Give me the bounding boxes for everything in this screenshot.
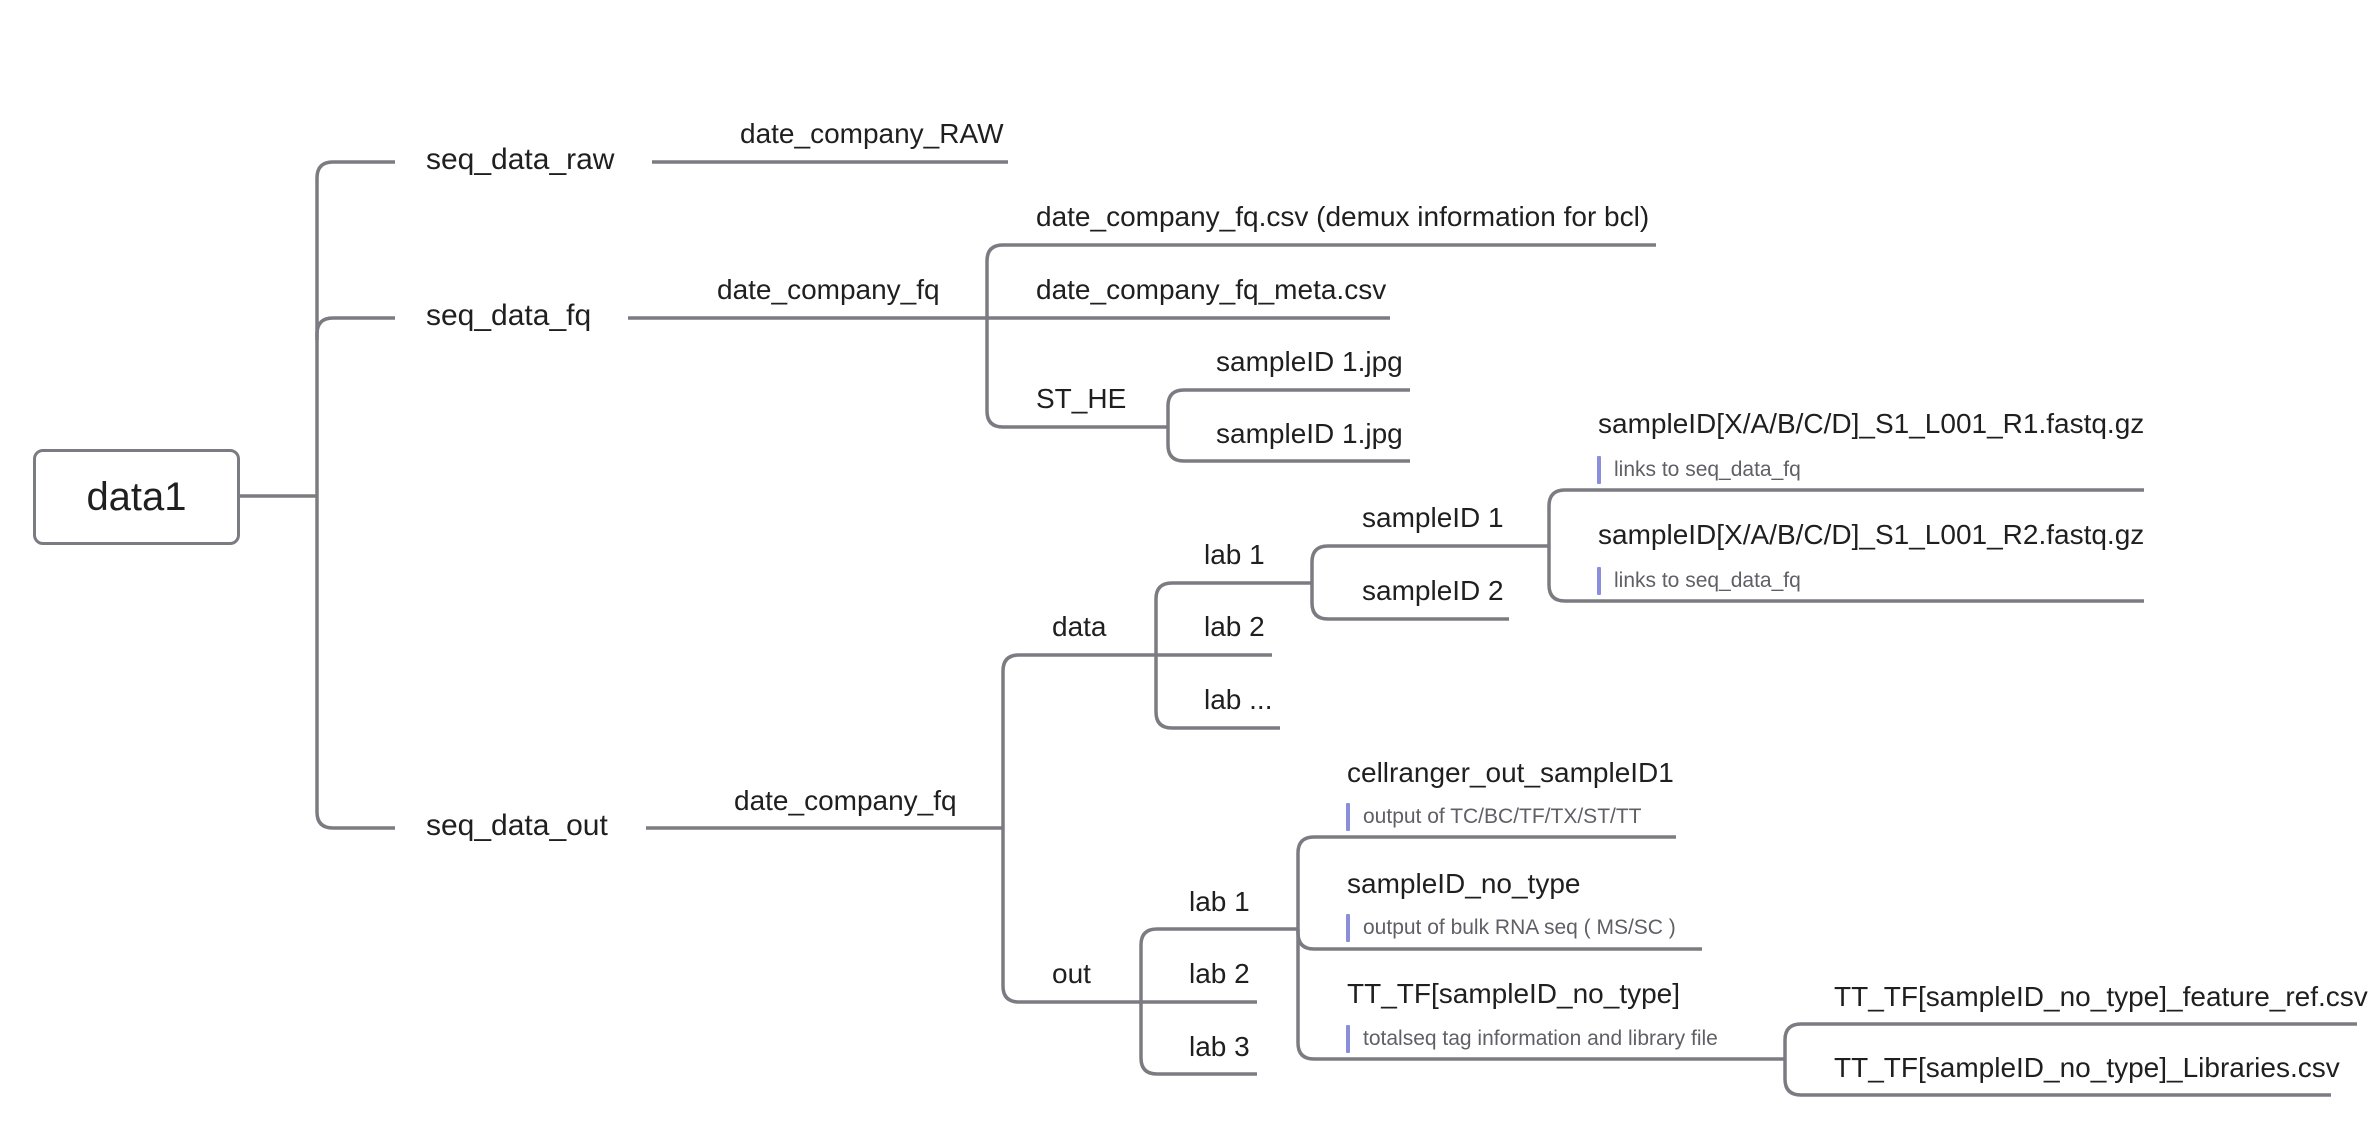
node-sample[interactable]: sampleID 2 (1362, 575, 1504, 606)
link-fq-st-he (985, 318, 1168, 429)
link-out (1001, 828, 1141, 1004)
node-date-company-raw[interactable]: date_company_RAW (740, 118, 1004, 149)
link-seq-data-out (315, 496, 395, 830)
link-data-lab-more (1154, 655, 1280, 730)
node-cellranger-out[interactable]: cellranger_out_sampleID1 (1347, 757, 1674, 788)
node-date-company-fq[interactable]: date_company_fq (717, 274, 940, 305)
node-out-lab[interactable]: lab 1 (1189, 886, 1250, 917)
note-fastq-r1: links to seq_data_fq (1597, 456, 1801, 484)
link-out-lab1 (1139, 927, 1298, 1002)
link-st-he-img2 (1166, 427, 1410, 463)
node-data[interactable]: data (1052, 611, 1107, 642)
note-tt-tf: totalseq tag information and library fil… (1346, 1025, 1718, 1053)
node-out-lab[interactable]: lab 2 (1189, 958, 1250, 989)
node-st-he[interactable]: ST_HE (1036, 383, 1127, 414)
link-sample2 (1310, 583, 1509, 621)
link-libraries (1783, 1059, 2331, 1097)
link-fastq-r2 (1547, 546, 2144, 603)
node-out-lab[interactable]: lab 3 (1189, 1031, 1250, 1062)
link-data-lab1 (1154, 581, 1312, 655)
node-st-he-image[interactable]: sampleID 1.jpg (1216, 346, 1403, 377)
node-libraries-csv[interactable]: TT_TF[sampleID_no_type]_Libraries.csv (1834, 1052, 2340, 1083)
link-feature-ref (1783, 1022, 2357, 1059)
node-seq-data-out[interactable]: seq_data_out (426, 809, 608, 842)
node-seq-data-fq[interactable]: seq_data_fq (426, 299, 592, 332)
node-st-he-image[interactable]: sampleID 1.jpg (1216, 418, 1403, 449)
link-st-he-img1 (1166, 388, 1410, 427)
node-sample[interactable]: sampleID 1 (1362, 502, 1504, 533)
link-seq-data-fq (315, 316, 395, 340)
node-demux-csv[interactable]: date_company_fq.csv (demux information f… (1036, 201, 1650, 232)
root-label: data1 (86, 474, 187, 519)
node-out[interactable]: out (1052, 958, 1091, 989)
node-meta-csv[interactable]: date_company_fq_meta.csv (1036, 274, 1387, 305)
note-fastq-r2: links to seq_data_fq (1597, 567, 1801, 595)
note-cellranger-out: output of TC/BC/TF/TX/ST/TT (1346, 803, 1642, 831)
node-seq-data-raw[interactable]: seq_data_raw (426, 143, 615, 176)
node-out-date-company-fq[interactable]: date_company_fq (734, 785, 957, 816)
link-fastq-r1 (1547, 488, 2144, 546)
link-out-lab3 (1139, 1002, 1257, 1076)
node-feature-ref-csv[interactable]: TT_TF[sampleID_no_type]_feature_ref.csv (1834, 981, 2368, 1012)
root-node[interactable]: data1 (33, 449, 240, 545)
node-fastq-r2[interactable]: sampleID[X/A/B/C/D]_S1_L001_R2.fastq.gz (1598, 519, 2145, 550)
note-sample-no-type: output of bulk RNA seq ( MS/SC ) (1346, 914, 1676, 942)
node-data-lab[interactable]: lab ... (1204, 684, 1273, 715)
link-data (1001, 653, 1156, 828)
node-tt-tf[interactable]: TT_TF[sampleID_no_type] (1347, 978, 1681, 1009)
node-data-lab[interactable]: lab 1 (1204, 539, 1265, 570)
link-sample1 (1310, 544, 1549, 583)
link-tt-tf (1296, 929, 1785, 1061)
node-sample-no-type[interactable]: sampleID_no_type (1347, 868, 1581, 899)
node-fastq-r1[interactable]: sampleID[X/A/B/C/D]_S1_L001_R1.fastq.gz (1598, 408, 2145, 439)
link-seq-data-raw (315, 160, 395, 496)
link-fq-demux (985, 243, 1656, 318)
link-cellranger (1296, 835, 1676, 929)
node-data-lab[interactable]: lab 2 (1204, 611, 1265, 642)
